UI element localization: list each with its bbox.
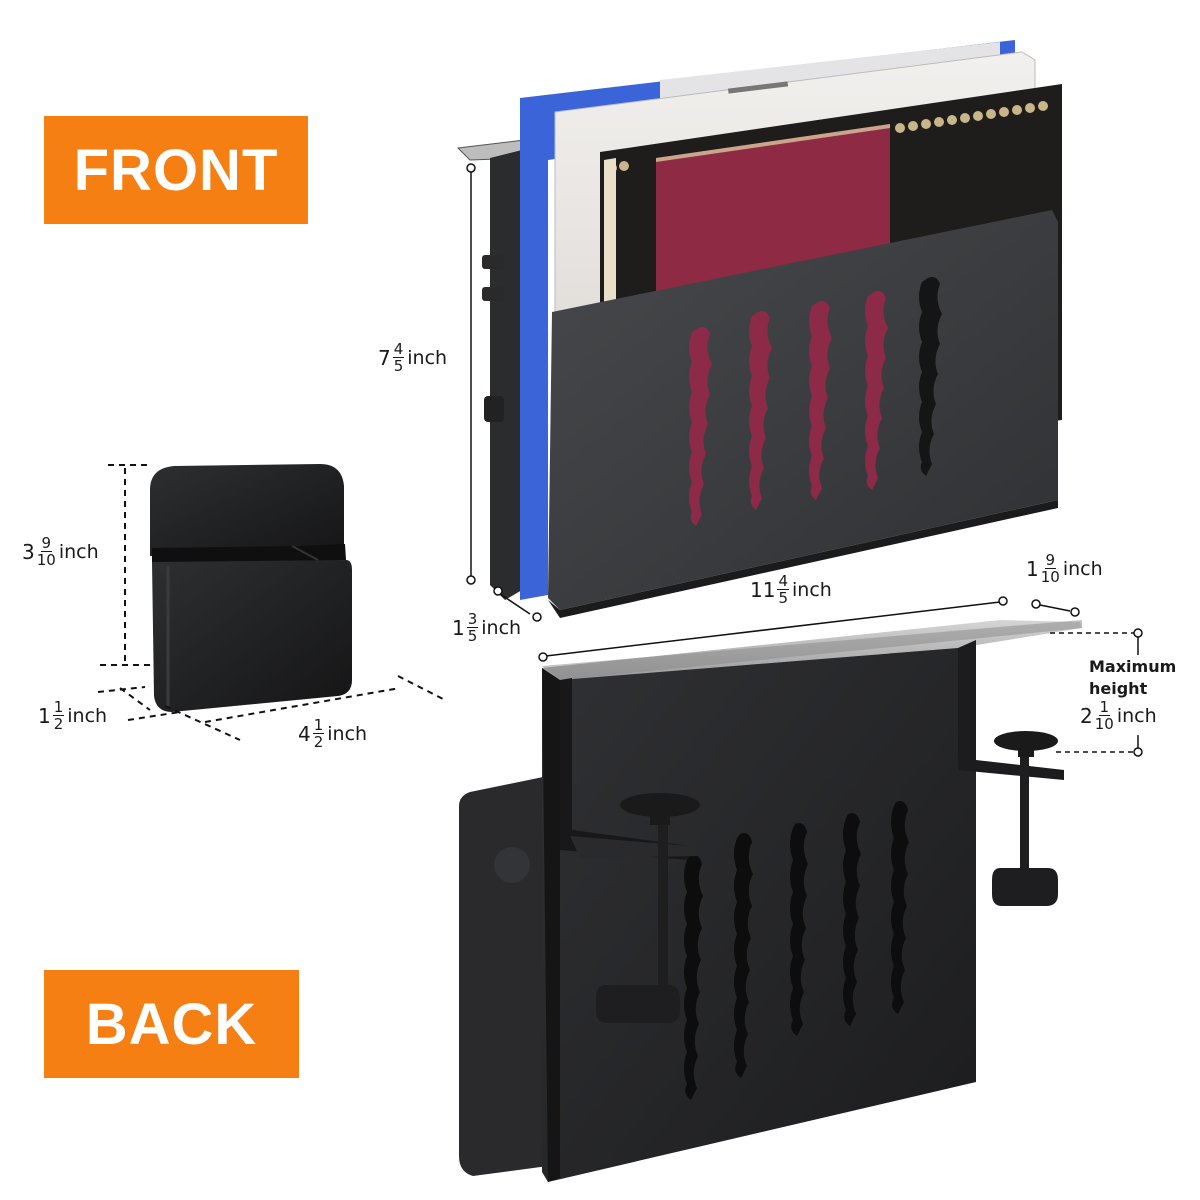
max-height-title: Maximum height [1089,657,1177,698]
back-view-organizer [459,620,1082,1182]
front-view-organizer [456,40,1062,618]
back-dimension-lines [538,596,1143,757]
back-badge: BACK [44,970,299,1078]
front-badge: FRONT [44,116,308,224]
right-clamp-screw [992,731,1058,906]
front-dimension-lines [466,163,542,622]
pen-holder [150,464,352,712]
left-clamp-screw [570,793,700,1023]
front-slot-cutouts [689,290,888,526]
pen-holder-dimension-lines [97,464,446,741]
